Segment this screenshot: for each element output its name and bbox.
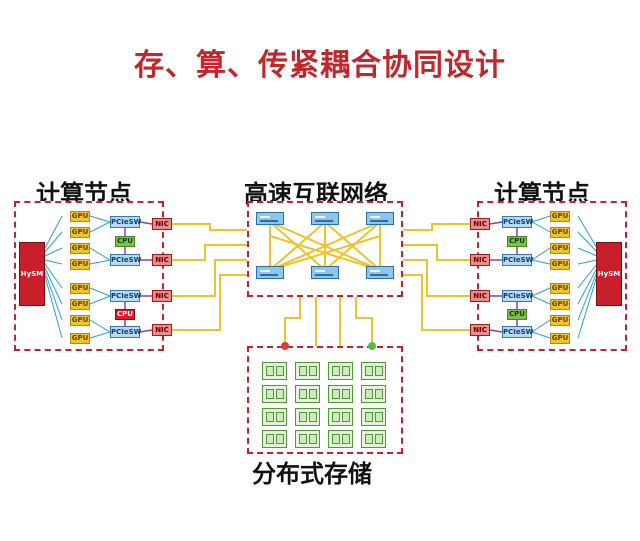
pcie-switch-left-2: PCIeSW <box>110 254 142 266</box>
cpu-left-2: CPU <box>115 309 135 320</box>
storage-port-red <box>281 342 289 350</box>
gpu-left-7: GPU <box>70 315 90 326</box>
hysm-right: HySM <box>596 242 622 306</box>
gpu-left-8: GPU <box>70 333 90 344</box>
gpu-left-5: GPU <box>70 283 90 294</box>
storage-label: 分布式存储 <box>252 460 372 488</box>
gpu-right-8: GPU <box>550 333 570 344</box>
pcie-switch-left-4: PCIeSW <box>110 326 142 338</box>
gpu-left-2: GPU <box>70 227 90 238</box>
nic-right-3: NIC <box>470 290 490 302</box>
gpu-right-4: GPU <box>550 259 570 270</box>
storage-node <box>361 385 386 403</box>
storage-node <box>262 362 287 380</box>
cpu-left-1: CPU <box>115 236 135 247</box>
gpu-right-7: GPU <box>550 315 570 326</box>
storage-node <box>295 408 320 426</box>
page-title: 存、算、传紧耦合协同设计 <box>134 48 506 83</box>
storage-node <box>295 362 320 380</box>
storage-node <box>361 430 386 448</box>
storage-node <box>361 408 386 426</box>
pcie-switch-right-2: PCIeSW <box>502 254 534 266</box>
storage-node <box>295 385 320 403</box>
nic-left-2: NIC <box>152 254 172 266</box>
pcie-switch-right-3: PCIeSW <box>502 290 534 302</box>
gpu-left-6: GPU <box>70 299 90 310</box>
storage-node <box>328 408 353 426</box>
gpu-left-4: GPU <box>70 259 90 270</box>
gpu-left-1: GPU <box>70 211 90 222</box>
network-switch-bottom-2 <box>311 266 339 279</box>
storage-node <box>262 408 287 426</box>
gpu-right-2: GPU <box>550 227 570 238</box>
storage-node <box>328 430 353 448</box>
gpu-right-1: GPU <box>550 211 570 222</box>
hysm-left: HySM <box>19 242 45 306</box>
pcie-switch-left-3: PCIeSW <box>110 290 142 302</box>
nic-left-4: NIC <box>152 324 172 336</box>
pcie-switch-right-1: PCIeSW <box>502 216 534 228</box>
network-switch-top-2 <box>311 212 339 225</box>
network-switch-top-3 <box>366 212 394 225</box>
cpu-right-1: CPU <box>507 236 527 247</box>
network-switch-bottom-3 <box>366 266 394 279</box>
cpu-right-2: CPU <box>507 309 527 320</box>
storage-node <box>328 362 353 380</box>
gpu-right-5: GPU <box>550 283 570 294</box>
gpu-right-3: GPU <box>550 243 570 254</box>
nic-right-4: NIC <box>470 324 490 336</box>
nic-left-1: NIC <box>152 218 172 230</box>
nic-left-3: NIC <box>152 290 172 302</box>
storage-node <box>262 385 287 403</box>
pcie-switch-left-1: PCIeSW <box>110 216 142 228</box>
pcie-switch-right-4: PCIeSW <box>502 326 534 338</box>
storage-node <box>295 430 320 448</box>
network-switch-top-1 <box>256 212 284 225</box>
storage-port-green <box>368 342 376 350</box>
nic-right-2: NIC <box>470 254 490 266</box>
storage-node <box>328 385 353 403</box>
storage-node <box>361 362 386 380</box>
gpu-left-3: GPU <box>70 243 90 254</box>
network-switch-bottom-1 <box>256 266 284 279</box>
storage-node <box>262 430 287 448</box>
gpu-right-6: GPU <box>550 299 570 310</box>
nic-right-1: NIC <box>470 218 490 230</box>
